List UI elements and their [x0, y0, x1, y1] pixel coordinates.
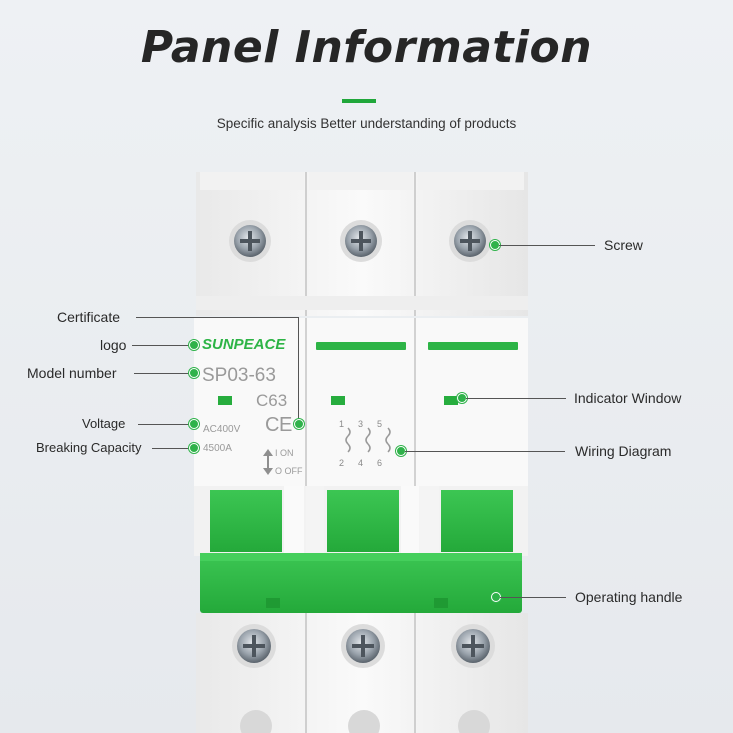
logo-label: logo	[100, 337, 127, 353]
wiring-terminal-6: 6	[377, 458, 382, 468]
wiring-terminal-4: 4	[358, 458, 363, 468]
off-label: O OFF	[275, 466, 303, 476]
wiring-terminal-2: 2	[339, 458, 344, 468]
title-underline	[342, 99, 376, 103]
on-label: I ON	[275, 448, 294, 458]
voltage-text: AC400V	[203, 424, 241, 435]
breaking-capacity-text: 4500A	[203, 443, 232, 454]
wiring-terminal-1: 1	[339, 419, 344, 429]
certificate-leader-vertical	[298, 317, 299, 420]
page-subtitle: Specific analysis Better understanding o…	[216, 116, 517, 131]
wiring-terminal-5: 5	[377, 419, 382, 429]
certificate-marker	[294, 419, 304, 429]
bottom-housing	[196, 613, 528, 733]
handle-housing	[194, 486, 528, 556]
certificate-leader	[136, 317, 298, 318]
wiring-diagram-leader	[405, 451, 565, 452]
front-face: C E	[194, 318, 528, 486]
breaking-capacity-leader	[152, 448, 190, 449]
wiring-terminal-3: 3	[358, 419, 363, 429]
logo-marker	[189, 340, 199, 350]
screw-leader	[499, 245, 595, 246]
wiring-diagram-label: Wiring Diagram	[575, 443, 672, 459]
operating-handle	[200, 553, 522, 613]
model-number-marker	[189, 368, 199, 378]
indicator-window-leader	[466, 398, 566, 399]
brand-logo: SUNPEACE	[202, 336, 286, 353]
svg-text:C: C	[265, 414, 279, 436]
voltage-label: Voltage	[82, 416, 126, 431]
svg-text:E: E	[279, 414, 292, 436]
top-screws	[229, 220, 491, 262]
model-number-label: Model number	[27, 365, 117, 381]
voltage-leader	[138, 424, 190, 425]
breaking-capacity-label: Breaking Capacity	[36, 440, 142, 455]
model-number-leader	[134, 373, 190, 374]
voltage-marker	[189, 419, 199, 429]
certificate-label: Certificate	[57, 309, 121, 325]
logo-leader	[132, 345, 190, 346]
screw-label: Screw	[604, 237, 643, 253]
model-text: SP03-63	[202, 365, 276, 386]
operating-handle-label: Operating handle	[575, 589, 683, 605]
curve-rating-text: C63	[256, 391, 287, 410]
indicator-window-label: Indicator Window	[574, 390, 682, 406]
operating-handle-leader	[500, 597, 566, 598]
breaking-capacity-marker	[189, 443, 199, 453]
page-title: Panel Information	[140, 22, 593, 73]
